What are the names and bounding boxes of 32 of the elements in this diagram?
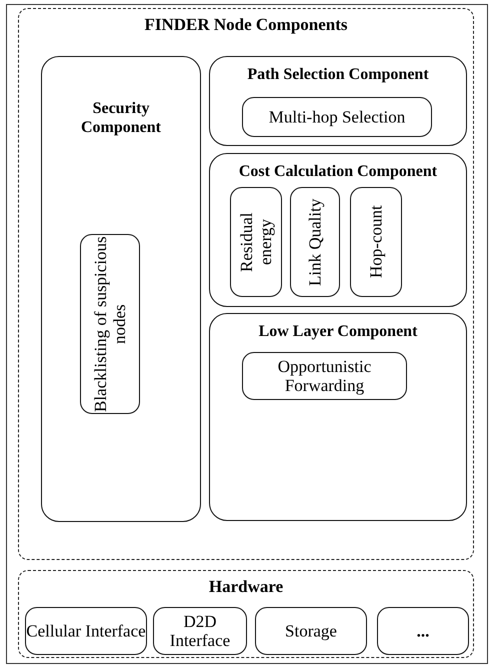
item-box bbox=[153, 607, 247, 655]
item-label: ... bbox=[416, 622, 430, 640]
component-title: Hardware bbox=[208, 577, 284, 596]
item-box bbox=[290, 187, 340, 297]
component-panel bbox=[209, 56, 467, 146]
component-title: Security Component bbox=[80, 99, 162, 137]
item-box bbox=[230, 187, 282, 297]
component-panel bbox=[209, 313, 467, 521]
item-box bbox=[350, 187, 402, 297]
item-label: Hop-count bbox=[366, 204, 386, 280]
component-title: Cost Calculation Component bbox=[238, 162, 438, 181]
item-label: Storage bbox=[284, 622, 338, 640]
item-box bbox=[80, 234, 140, 414]
component-panel bbox=[209, 153, 467, 307]
item-label: Cellular Interface bbox=[26, 622, 146, 640]
group-frame bbox=[18, 8, 474, 560]
group-frame bbox=[18, 570, 474, 658]
item-box bbox=[25, 607, 147, 655]
component-panel bbox=[41, 56, 201, 522]
component-title: FINDER Node Components bbox=[143, 15, 349, 34]
item-label: Link Quality bbox=[304, 197, 326, 288]
component-title: Low Layer Component bbox=[258, 322, 418, 341]
item-box bbox=[242, 97, 432, 137]
item-box bbox=[255, 607, 367, 655]
item-label: Residual energy bbox=[236, 211, 276, 274]
item-label: Blacklisting of suspicious nodes bbox=[90, 235, 130, 413]
item-box bbox=[242, 352, 407, 400]
component-title: Path Selection Component bbox=[246, 65, 430, 84]
item-box bbox=[377, 607, 469, 655]
item-label: D2D Interface bbox=[168, 612, 232, 650]
item-label: Multi-hop Selection bbox=[268, 108, 406, 126]
item-label: Opportunistic Forwarding bbox=[276, 357, 372, 395]
